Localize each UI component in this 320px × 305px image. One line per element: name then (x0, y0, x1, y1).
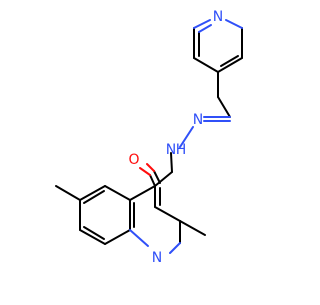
bond (139, 167, 151, 176)
bond (104, 229, 131, 245)
bond (179, 126, 194, 148)
bond (225, 19, 243, 29)
carbonyl-bond (139, 163, 161, 187)
quinoline-nitrogen-label: N (152, 250, 162, 266)
bond (154, 171, 173, 187)
background (0, 0, 300, 300)
carbonyl-oxygen-label: O (128, 152, 139, 168)
bond (154, 206, 181, 222)
bond (220, 55, 239, 67)
bond (129, 185, 156, 201)
bond (146, 163, 155, 172)
bond (104, 185, 131, 201)
bond (179, 220, 206, 236)
molecule-structure: N N N H O N (0, 0, 300, 300)
bond (193, 19, 211, 29)
bond (83, 190, 105, 204)
hydrazone-nitrogen-1-label: N (193, 112, 203, 128)
bond (217, 57, 243, 73)
nitrogen-bonds (129, 19, 243, 254)
bond (170, 152, 173, 173)
bond (129, 229, 149, 247)
carbon-bonds (55, 27, 243, 245)
bond (153, 170, 161, 184)
bond (79, 185, 106, 201)
bond (83, 226, 105, 240)
bond (217, 96, 231, 118)
amide-hydrogen-label: H (176, 142, 187, 158)
molecule-canvas: N N N H O N (0, 0, 300, 300)
pyridine-nitrogen-label: N (213, 9, 223, 25)
bond (169, 242, 181, 254)
bond (198, 24, 212, 33)
bond (79, 229, 106, 245)
hydrazone-nitrogen-2-label: N (166, 142, 176, 158)
bond (149, 174, 156, 187)
bond (193, 57, 219, 73)
bond (55, 185, 81, 201)
